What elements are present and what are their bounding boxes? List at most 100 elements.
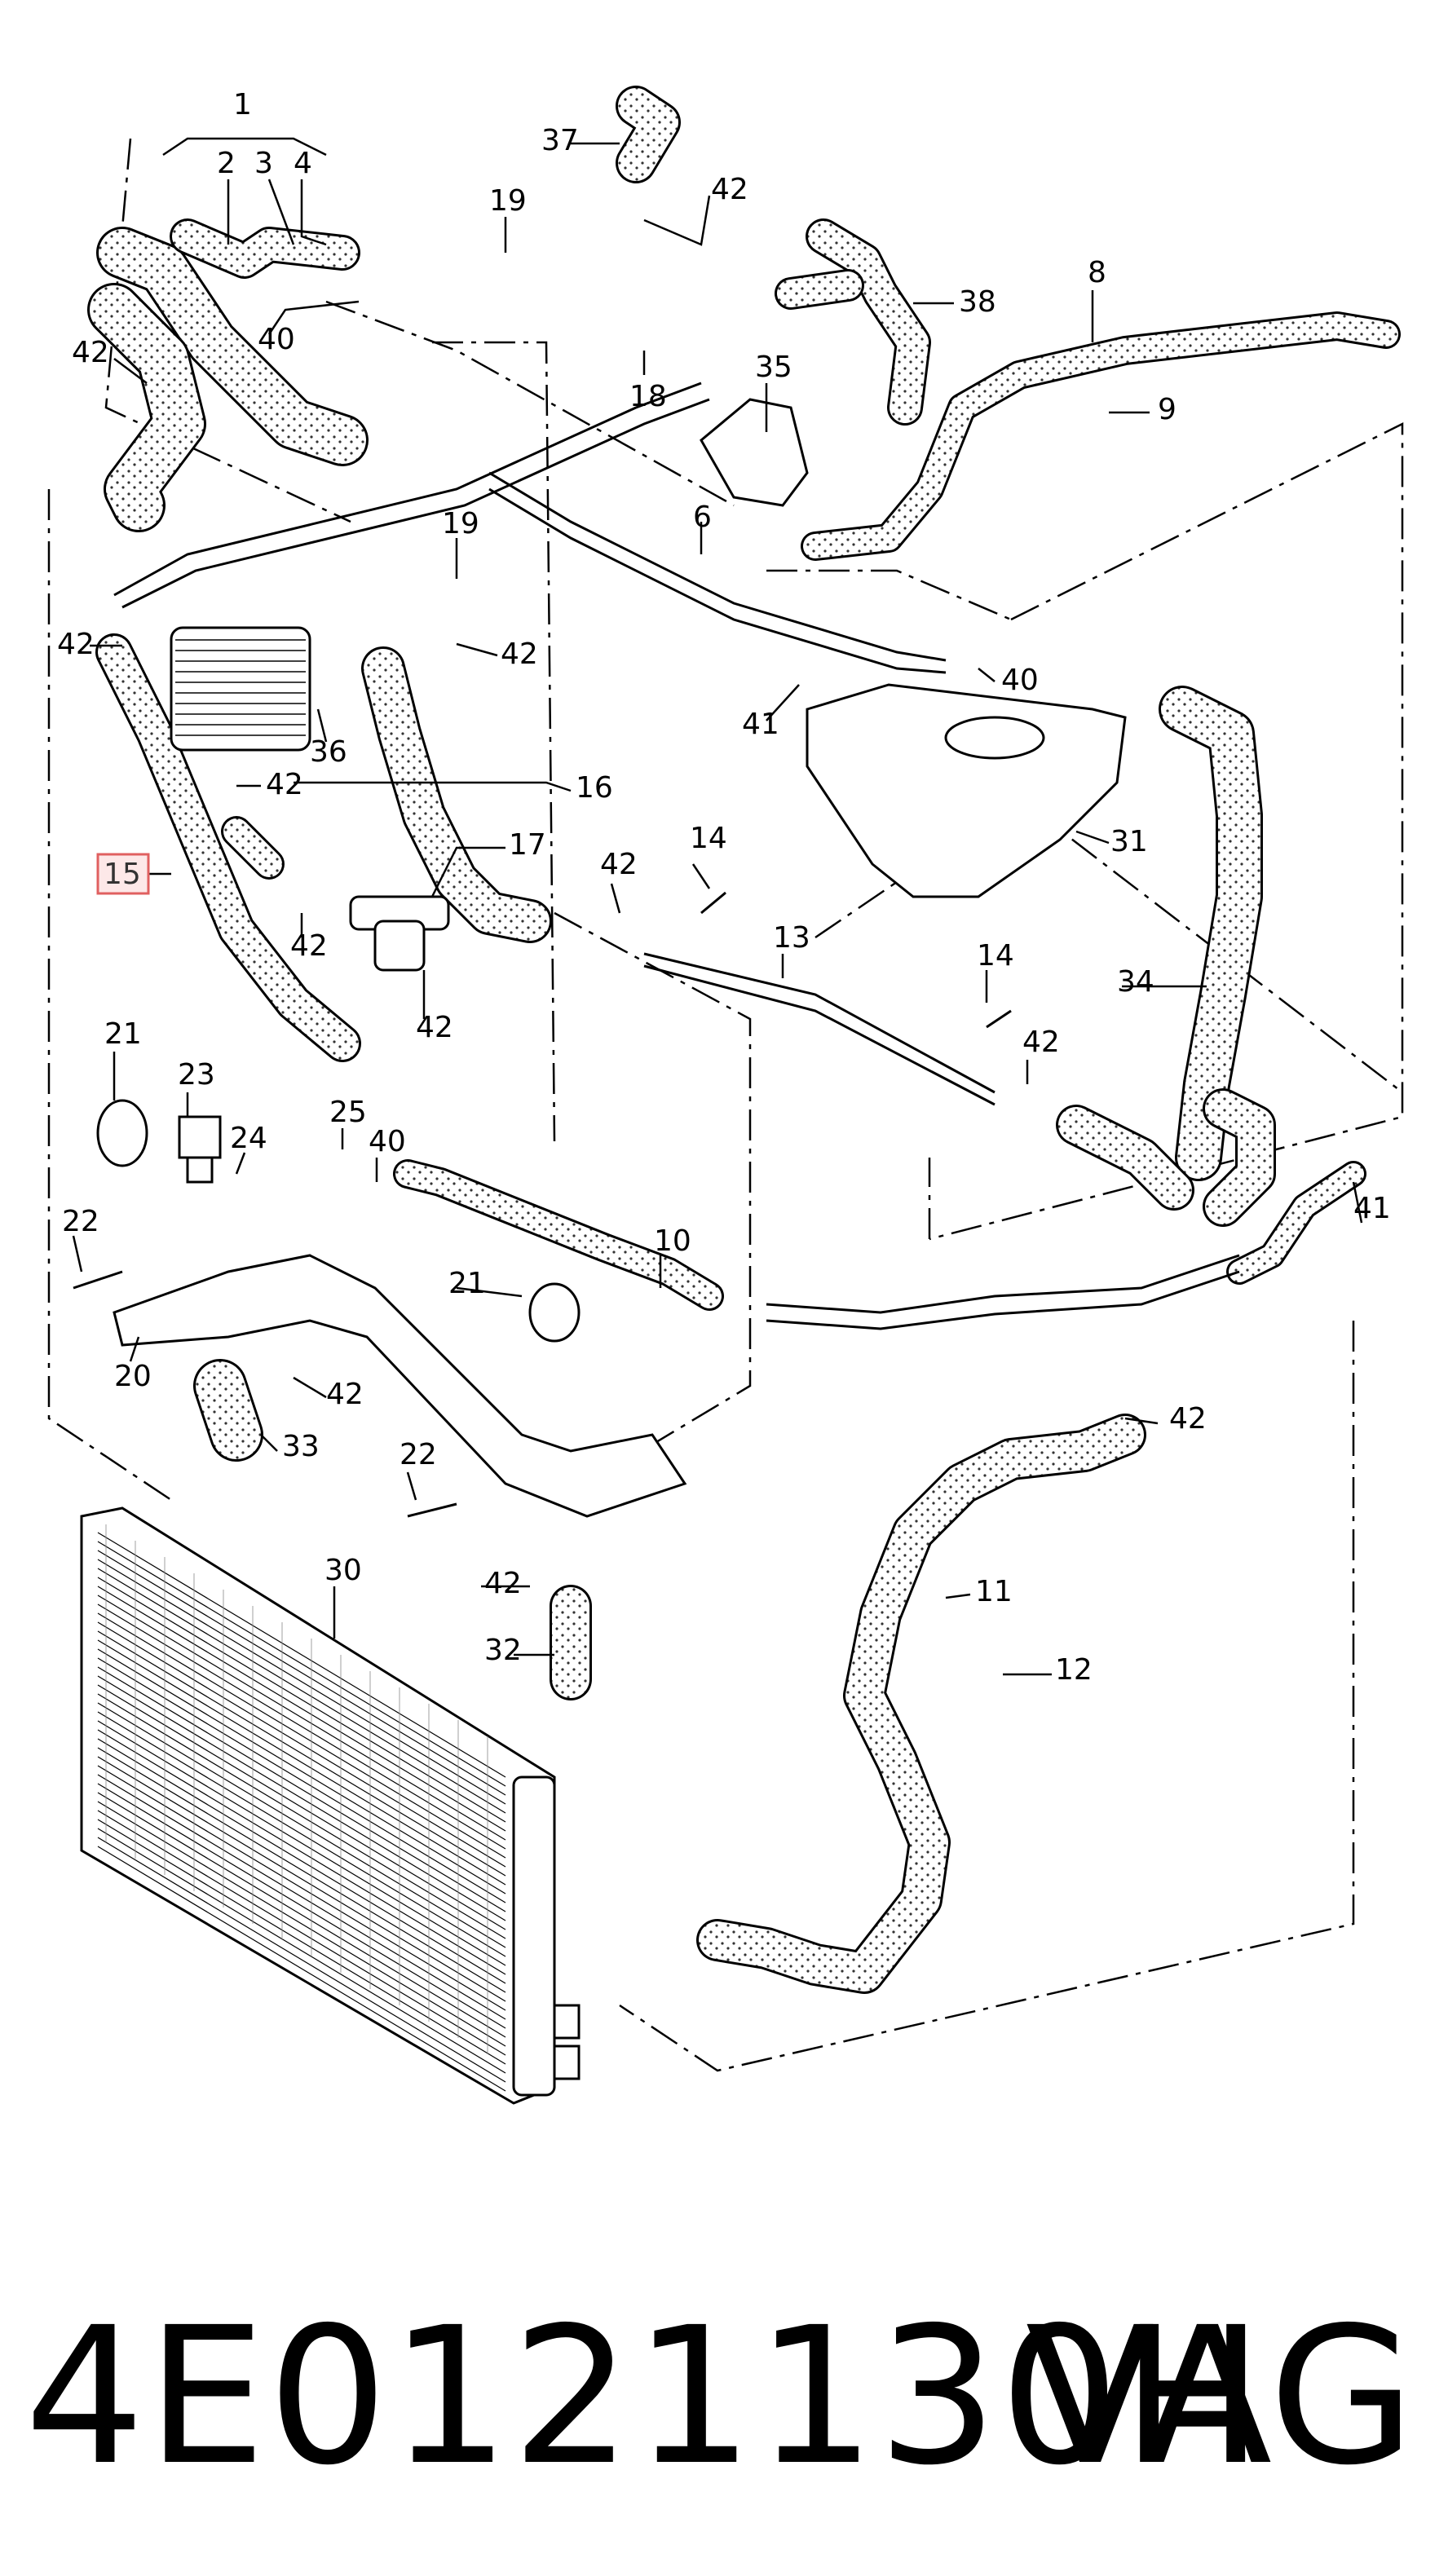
coolant-pipe <box>113 1254 687 1518</box>
leader-9 <box>267 300 360 335</box>
expansion-tank <box>806 683 1127 898</box>
callout-34: 34 <box>1117 965 1154 999</box>
leader-3 <box>300 179 327 246</box>
leader-lines <box>72 137 1363 1676</box>
callout-42d: 42 <box>501 637 538 671</box>
leader-20 <box>316 708 328 743</box>
hose-body-1 <box>172 221 358 276</box>
callout-22a: 22 <box>62 1205 99 1238</box>
bracket <box>700 398 809 507</box>
hose-body-6 <box>803 314 1398 558</box>
callout-42h: 42 <box>416 1011 453 1044</box>
radiator <box>80 1506 581 2105</box>
callout-41a: 41 <box>742 708 779 741</box>
leader-25 <box>430 846 505 898</box>
callout-15-highlight <box>96 853 150 895</box>
metal-pipes <box>113 382 1240 1330</box>
hose-body-5 <box>223 818 282 877</box>
leader-45 <box>1124 1417 1159 1425</box>
leader-40 <box>72 1235 83 1273</box>
leader-17 <box>456 642 498 657</box>
callout-41b: 41 <box>1353 1192 1391 1225</box>
callout-38: 38 <box>959 285 996 319</box>
callout-1: 1 <box>233 88 252 121</box>
callout-31: 31 <box>1110 825 1148 858</box>
leader-47 <box>406 1471 417 1501</box>
callout-4: 4 <box>294 147 312 180</box>
callout-16: 16 <box>576 771 613 805</box>
callout-18: 18 <box>629 380 667 413</box>
callout-33: 33 <box>282 1430 320 1463</box>
callout-15: 15 <box>104 858 141 891</box>
callout-42j: 42 <box>326 1378 364 1411</box>
callout-17: 17 <box>509 828 546 862</box>
callout-40c: 40 <box>369 1125 406 1158</box>
hose-body-15 <box>699 1416 1144 1992</box>
leader-39 <box>1352 1181 1363 1224</box>
coolant-hoses <box>87 86 1401 1994</box>
callout-labels: 1 2 3 4 37 19 42 8 38 40 42 35 18 9 6 19… <box>57 88 1391 1687</box>
components <box>73 398 1127 1518</box>
callout-2: 2 <box>217 147 236 180</box>
callout-19b: 19 <box>442 507 479 540</box>
bolt <box>73 1270 123 1290</box>
hose-body-11 <box>1058 1107 1192 1208</box>
callout-42g: 42 <box>290 929 328 963</box>
leader-43 <box>129 1336 140 1362</box>
leader-19 <box>766 684 800 721</box>
leader-42 <box>456 1286 523 1298</box>
callout-42c: 42 <box>57 628 95 661</box>
callout-40b: 40 <box>1001 664 1039 697</box>
hose-body-8 <box>777 271 862 307</box>
callout-8: 8 <box>1088 256 1106 289</box>
leader-0 <box>162 137 327 157</box>
hose-body-0 <box>99 229 366 464</box>
hose-body-4 <box>364 649 550 941</box>
leader-22 <box>294 781 572 792</box>
callout-12: 12 <box>1055 1653 1093 1687</box>
callout-42i: 42 <box>1022 1026 1060 1059</box>
leader-37 <box>235 1152 246 1175</box>
callout-30: 30 <box>324 1554 362 1587</box>
callout-23: 23 <box>178 1058 215 1092</box>
hose-body-14 <box>395 1162 722 1308</box>
callout-6: 6 <box>693 501 712 534</box>
oil-cooler <box>170 626 311 752</box>
leader-46 <box>260 1434 278 1452</box>
callout-42b: 42 <box>72 336 109 369</box>
callout-40a: 40 <box>258 323 295 356</box>
callout-42a: 42 <box>711 173 748 206</box>
callout-35: 35 <box>755 351 792 384</box>
callout-14b: 14 <box>977 939 1014 973</box>
callout-42l: 42 <box>484 1567 522 1600</box>
hose-body-12 <box>1205 1091 1274 1224</box>
leader-49 <box>945 1593 971 1599</box>
leader-10 <box>113 358 148 384</box>
leader-6 <box>643 195 711 246</box>
seal-ring <box>96 1099 148 1167</box>
hose-body-9 <box>618 88 678 181</box>
callout-22b: 22 <box>400 1438 437 1471</box>
callout-42f: 42 <box>600 848 638 881</box>
part-number: 4E0121130H <box>24 2287 1265 2507</box>
callout-14a: 14 <box>690 822 727 855</box>
hose-body-3 <box>98 636 359 1060</box>
callout-20: 20 <box>114 1360 152 1393</box>
brand-name: VAG <box>1025 2287 1415 2507</box>
callout-10: 10 <box>654 1224 691 1258</box>
hose-body-16 <box>196 1361 261 1459</box>
leader-23 <box>1075 830 1110 845</box>
callout-11: 11 <box>975 1575 1013 1608</box>
leader-2 <box>267 179 295 245</box>
leader-27 <box>610 883 621 914</box>
callout-25: 25 <box>329 1096 367 1129</box>
coolant-system-exploded-diagram: 1 2 3 4 37 19 42 8 38 40 42 35 18 9 6 19… <box>47 86 1404 2105</box>
callout-42k: 42 <box>1169 1402 1207 1436</box>
footer: 4E0121130H VAG <box>0 2274 1448 2519</box>
callout-21a: 21 <box>104 1017 142 1051</box>
callout-36: 36 <box>310 735 347 769</box>
callout-37: 37 <box>541 124 579 157</box>
temperature-sensor <box>178 1115 222 1159</box>
hose-body-10 <box>1161 688 1260 1179</box>
callout-24: 24 <box>230 1122 267 1155</box>
